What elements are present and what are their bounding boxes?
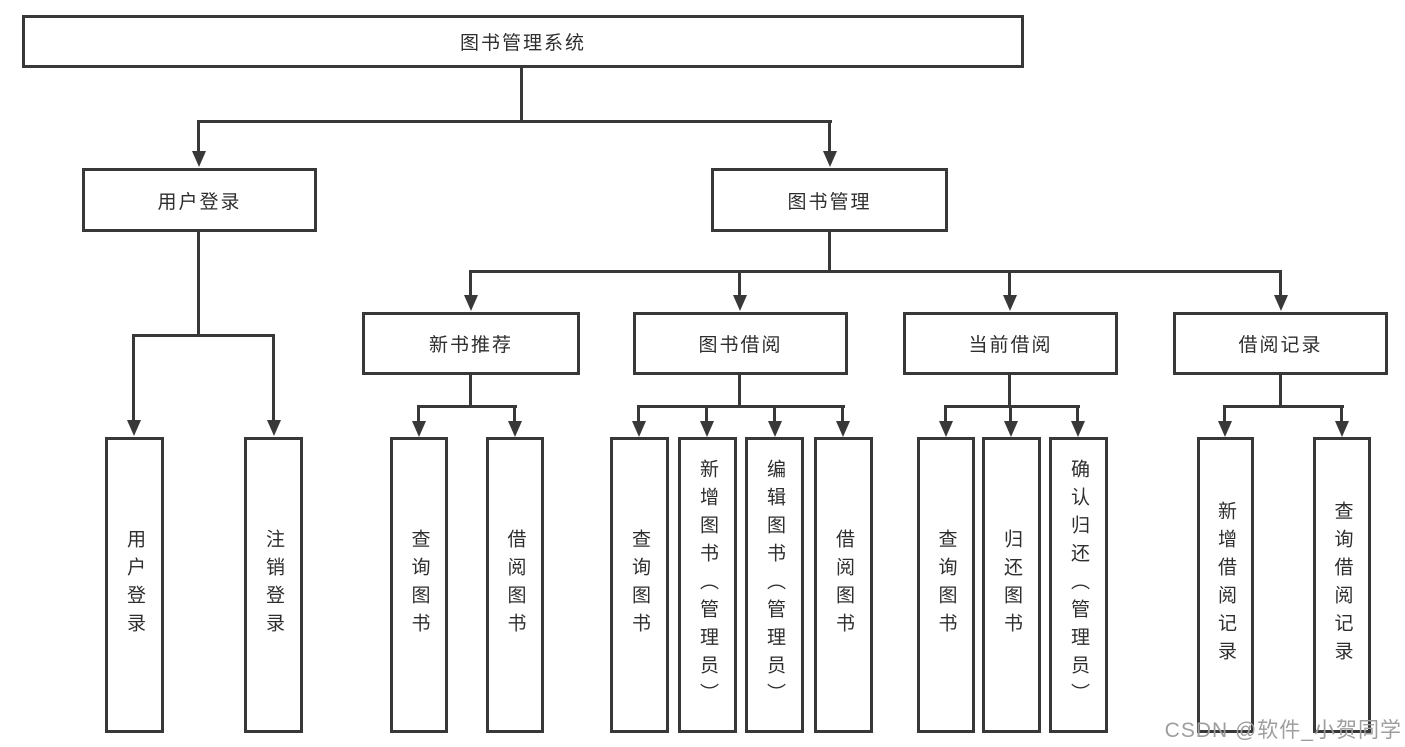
connector-line (944, 405, 1080, 408)
leaf-logout: 注销登录 (244, 437, 303, 733)
leaf-borrow-books-1: 借阅图书 (486, 437, 544, 733)
leaf-query-borrow-record: 查询借阅记录 (1313, 437, 1371, 733)
leaf-user-login-label: 用户登录 (124, 529, 145, 641)
connector-line (197, 231, 200, 336)
leaf-query-books-2-label: 查询图书 (629, 529, 650, 641)
arrow-down-icon (823, 151, 837, 167)
connector-line (520, 67, 523, 122)
connector-line (1009, 405, 1012, 423)
connector-line (417, 405, 517, 408)
leaf-query-books-2: 查询图书 (610, 437, 669, 733)
arrow-down-icon (1003, 295, 1017, 311)
arrow-down-icon (700, 421, 714, 437)
connector-line (1008, 270, 1011, 298)
arrow-down-icon (1071, 421, 1085, 437)
connector-line (469, 270, 472, 298)
node-current-borrow: 当前借阅 (903, 312, 1118, 375)
connector-line (197, 120, 832, 123)
connector-line (1008, 374, 1011, 408)
connector-line (417, 405, 420, 423)
leaf-add-borrow-record: 新增借阅记录 (1197, 437, 1254, 733)
arrow-down-icon (733, 295, 747, 311)
node-book-management: 图书管理 (711, 168, 948, 232)
connector-line (1076, 405, 1079, 423)
arrow-down-icon (412, 421, 426, 437)
node-book-borrow-label: 图书借阅 (698, 335, 783, 356)
connector-line (1223, 405, 1226, 423)
leaf-return-books-label: 归还图书 (1001, 529, 1022, 641)
leaf-add-book-admin: 新增图书（管理员） (678, 437, 737, 733)
arrow-down-icon (192, 151, 206, 167)
leaf-borrow-books-2: 借阅图书 (814, 437, 873, 733)
node-user-login: 用户登录 (82, 168, 317, 232)
connector-line (828, 230, 831, 273)
connector-line (132, 334, 275, 337)
connector-line (132, 334, 135, 422)
leaf-add-book-admin-label: 新增图书（管理员） (697, 459, 718, 711)
connector-line (1279, 374, 1282, 408)
node-borrow-records: 借阅记录 (1173, 312, 1388, 375)
arrow-down-icon (1335, 421, 1349, 437)
leaf-confirm-return-admin: 确认归还（管理员） (1049, 437, 1108, 733)
leaf-query-books-1-label: 查询图书 (408, 529, 430, 641)
connector-line (1279, 270, 1282, 298)
leaf-return-books: 归还图书 (982, 437, 1041, 733)
connector-line (1223, 405, 1344, 408)
arrow-down-icon (768, 421, 782, 437)
leaf-logout-label: 注销登录 (263, 529, 284, 641)
arrow-down-icon (1004, 421, 1018, 437)
arrow-down-icon (632, 421, 646, 437)
arrow-down-icon (1274, 295, 1288, 311)
connector-line (197, 120, 200, 153)
leaf-query-books-3: 查询图书 (917, 437, 975, 733)
arrow-down-icon (127, 420, 141, 436)
arrow-down-icon (836, 421, 850, 437)
node-root-label: 图书管理系统 (459, 33, 586, 54)
connector-line (738, 270, 741, 298)
connector-line (1340, 405, 1343, 423)
leaf-borrow-books-2-label: 借阅图书 (833, 529, 854, 641)
node-root: 图书管理系统 (22, 15, 1024, 68)
node-book-management-label: 图书管理 (787, 191, 872, 213)
csdn-watermark: CSDN @软件_小贺同学 (1164, 719, 1402, 742)
arrow-down-icon (1218, 421, 1232, 437)
leaf-user-login: 用户登录 (105, 437, 164, 733)
node-current-borrow-label: 当前借阅 (968, 335, 1053, 356)
node-user-login-label: 用户登录 (157, 191, 242, 213)
connector-line (272, 334, 275, 422)
node-new-book-recommend-label: 新书推荐 (428, 335, 513, 356)
arrow-down-icon (508, 421, 522, 437)
connector-line (637, 405, 845, 408)
connector-line (828, 120, 831, 153)
arrow-down-icon (939, 421, 953, 437)
connector-line (513, 405, 516, 423)
leaf-confirm-return-admin-label: 确认归还（管理员） (1068, 459, 1089, 711)
arrow-down-icon (464, 295, 478, 311)
leaf-borrow-books-1-label: 借阅图书 (504, 529, 526, 641)
arrow-down-icon (267, 420, 281, 436)
leaf-edit-book-admin: 编辑图书（管理员） (745, 437, 804, 733)
connector-line (637, 405, 640, 423)
leaf-add-borrow-record-label: 新增借阅记录 (1215, 501, 1236, 669)
connector-line (469, 374, 472, 408)
connector-line (738, 374, 741, 408)
node-borrow-records-label: 借阅记录 (1238, 335, 1323, 356)
leaf-query-borrow-record-label: 查询借阅记录 (1331, 501, 1353, 669)
connector-line (469, 270, 1282, 273)
leaf-query-books-3-label: 查询图书 (935, 529, 957, 641)
connector-line (773, 405, 776, 423)
leaf-query-books-1: 查询图书 (390, 437, 448, 733)
connector-line (944, 405, 947, 423)
connector-line (841, 405, 844, 423)
node-book-borrow: 图书借阅 (633, 312, 848, 375)
leaf-edit-book-admin-label: 编辑图书（管理员） (764, 459, 785, 711)
node-new-book-recommend: 新书推荐 (362, 312, 580, 375)
connector-line (705, 405, 708, 423)
